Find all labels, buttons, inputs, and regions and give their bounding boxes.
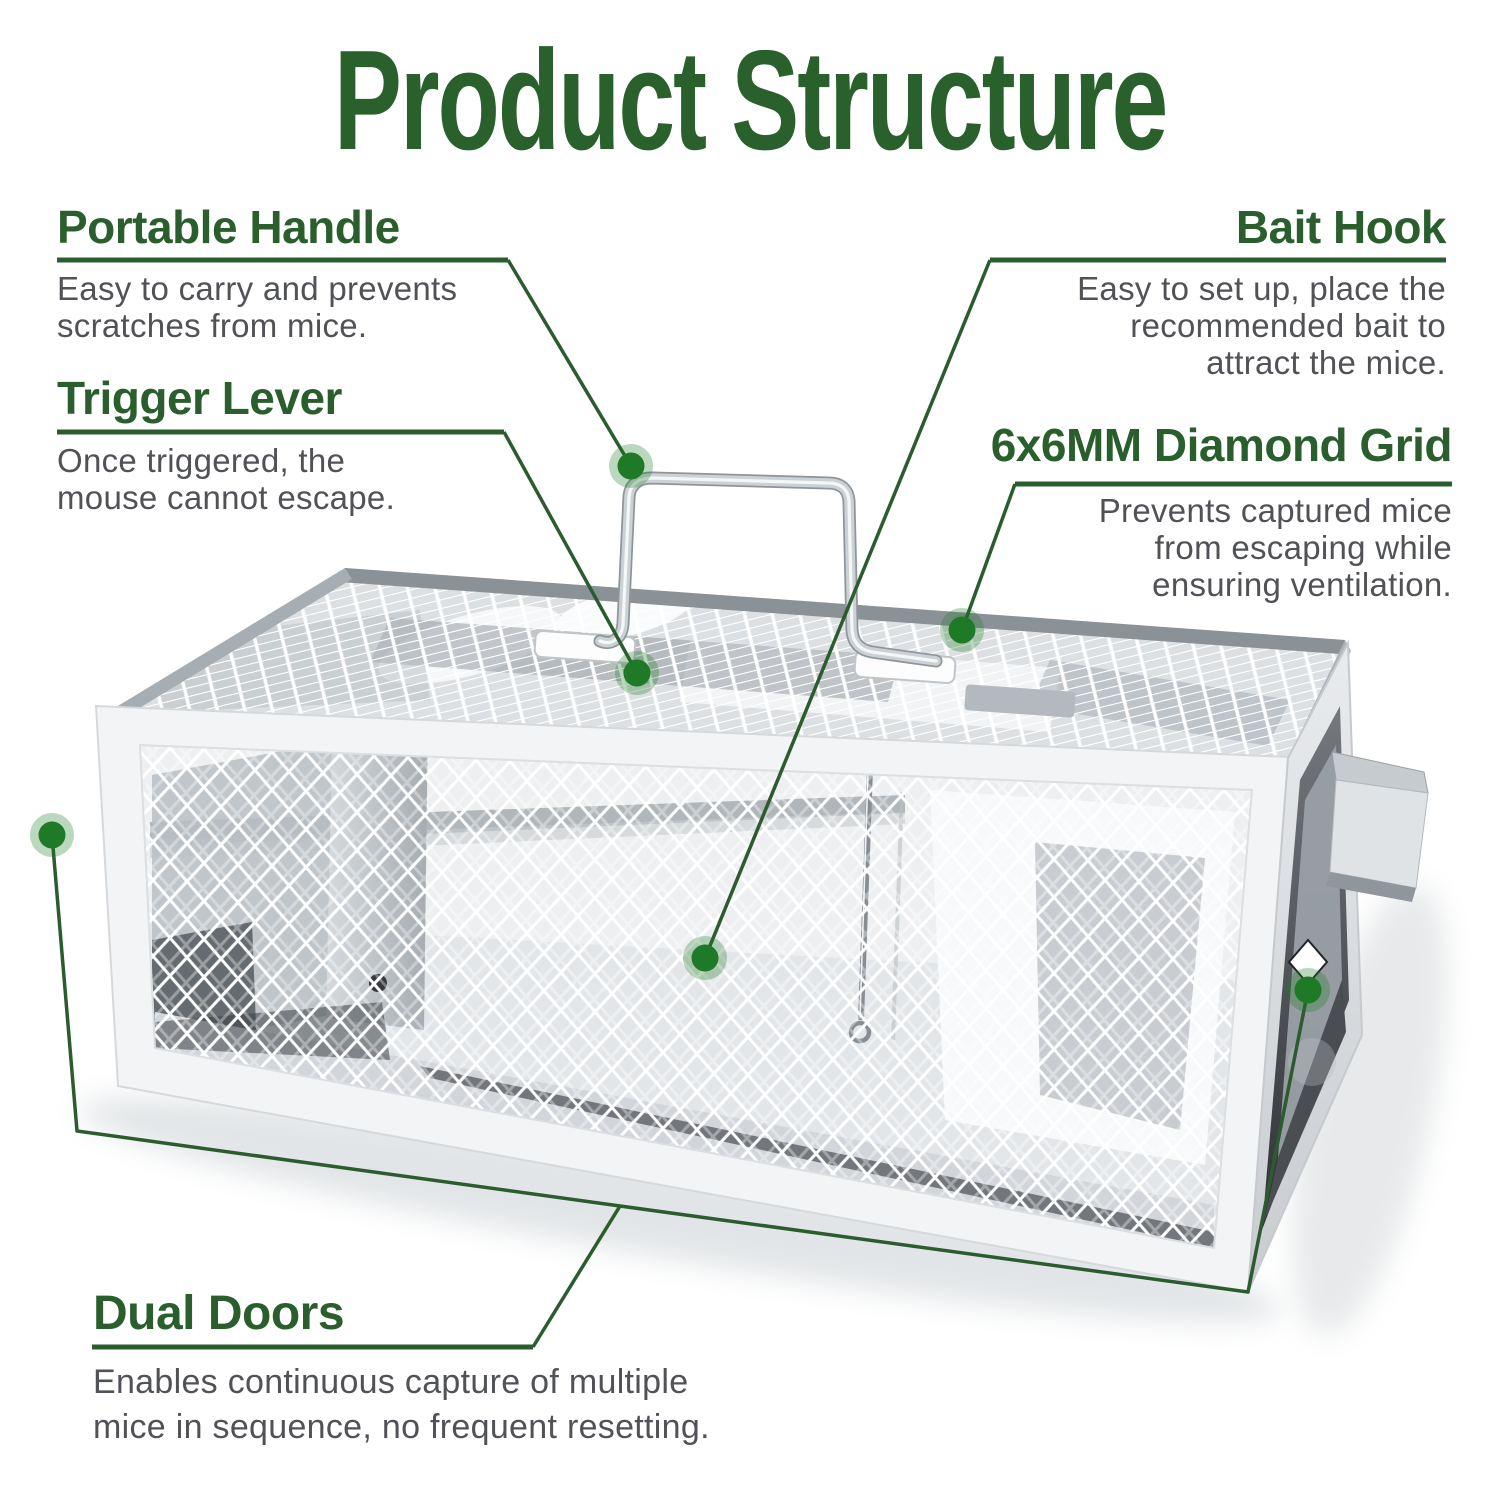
- callout-portable-handle: Portable Handle Easy to carry and preven…: [57, 202, 617, 344]
- callout-dual-doors: Dual Doors Enables continuous capture of…: [93, 1287, 813, 1450]
- callout-heading: Trigger Lever: [57, 372, 342, 424]
- callout-description: Once triggered, the mouse cannot escape.: [57, 441, 396, 516]
- callout-bait-hook: Bait Hook Easy to set up, place the reco…: [886, 202, 1446, 381]
- callout-heading: 6x6MM Diamond Grid: [990, 419, 1453, 471]
- door-bracket: [1326, 751, 1429, 902]
- ground-shadow: [78, 884, 1448, 1336]
- callout-heading: Dual Doors: [93, 1287, 345, 1340]
- callout-heading: Portable Handle: [57, 201, 400, 253]
- callout-dot-portable-handle: [609, 444, 653, 488]
- callout-description: Easy to set up, place the recommended ba…: [1077, 269, 1446, 381]
- callout-diamond-grid: 6x6MM Diamond Grid Prevents captured mic…: [832, 419, 1453, 603]
- callout-dot-trigger-lever: [615, 651, 659, 695]
- callout-heading: Bait Hook: [1235, 201, 1447, 253]
- callout-dots: [30, 444, 1330, 1012]
- page-title: Product Structure: [333, 21, 1169, 180]
- callout-dot-bait-hook: [683, 936, 727, 980]
- callout-description: Prevents captured mice from escaping whi…: [1098, 491, 1452, 603]
- callout-dot-dual-doors-right: [1286, 968, 1330, 1012]
- callout-dot-dual-doors-left: [30, 813, 74, 857]
- callout-description: Enables continuous capture of multiple m…: [93, 1362, 710, 1446]
- callout-description: Easy to carry and prevents scratches fro…: [57, 269, 458, 344]
- callout-dot-diamond-grid: [940, 608, 984, 652]
- cage-handle: [593, 471, 943, 668]
- cage-front-face: [94, 704, 1292, 1294]
- callout-trigger-lever: Trigger Lever Once triggered, the mouse …: [57, 373, 617, 516]
